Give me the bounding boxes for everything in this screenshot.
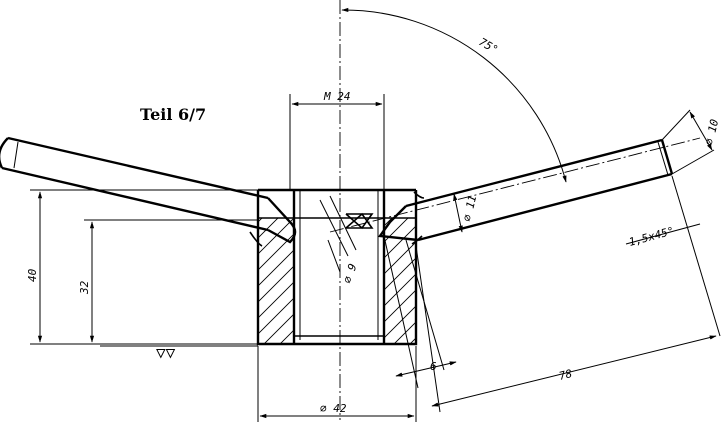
section-hatching-left <box>258 218 294 344</box>
dim-length-78: 78 <box>415 175 721 413</box>
dim-height-40: 40 <box>26 189 258 345</box>
dim-diameter-42: ⌀ 42 <box>257 346 417 422</box>
dim-label-32: 32 <box>78 280 91 295</box>
dim-label-78: 78 <box>558 367 574 383</box>
left-handle-rod <box>0 136 297 247</box>
dim-angle-75: 75° <box>341 7 567 183</box>
dim-height-32: 32 <box>78 219 258 343</box>
dim-label-chamfer: 1,5x45° <box>627 224 675 249</box>
dim-label-m24: M 24 <box>323 90 351 103</box>
dim-label-10: ⌀ 10 <box>702 118 721 147</box>
surface-symbol-bottom: ▽▽ <box>156 343 176 362</box>
hub-body <box>256 188 418 346</box>
dim-label-75: 75° <box>477 35 501 56</box>
part-title: Teil 6/7 <box>140 105 206 124</box>
dim-diameter-10: ⌀ 10 <box>661 109 721 175</box>
cross-hole <box>319 195 374 257</box>
dim-leader-9 <box>327 239 341 273</box>
dim-label-42: ⌀ 42 <box>320 402 347 415</box>
dim-label-9: ⌀ 9 <box>341 262 360 285</box>
dim-chamfer: 1,5x45° <box>625 223 701 249</box>
dim-offset-6: 6 <box>383 235 457 389</box>
dim-label-11: ⌀ 11 <box>460 194 479 223</box>
dim-diameter-11: ⌀ 11 <box>453 193 479 233</box>
dim-thread-m24: M 24 <box>289 90 385 190</box>
dim-label-40: 40 <box>26 268 39 282</box>
